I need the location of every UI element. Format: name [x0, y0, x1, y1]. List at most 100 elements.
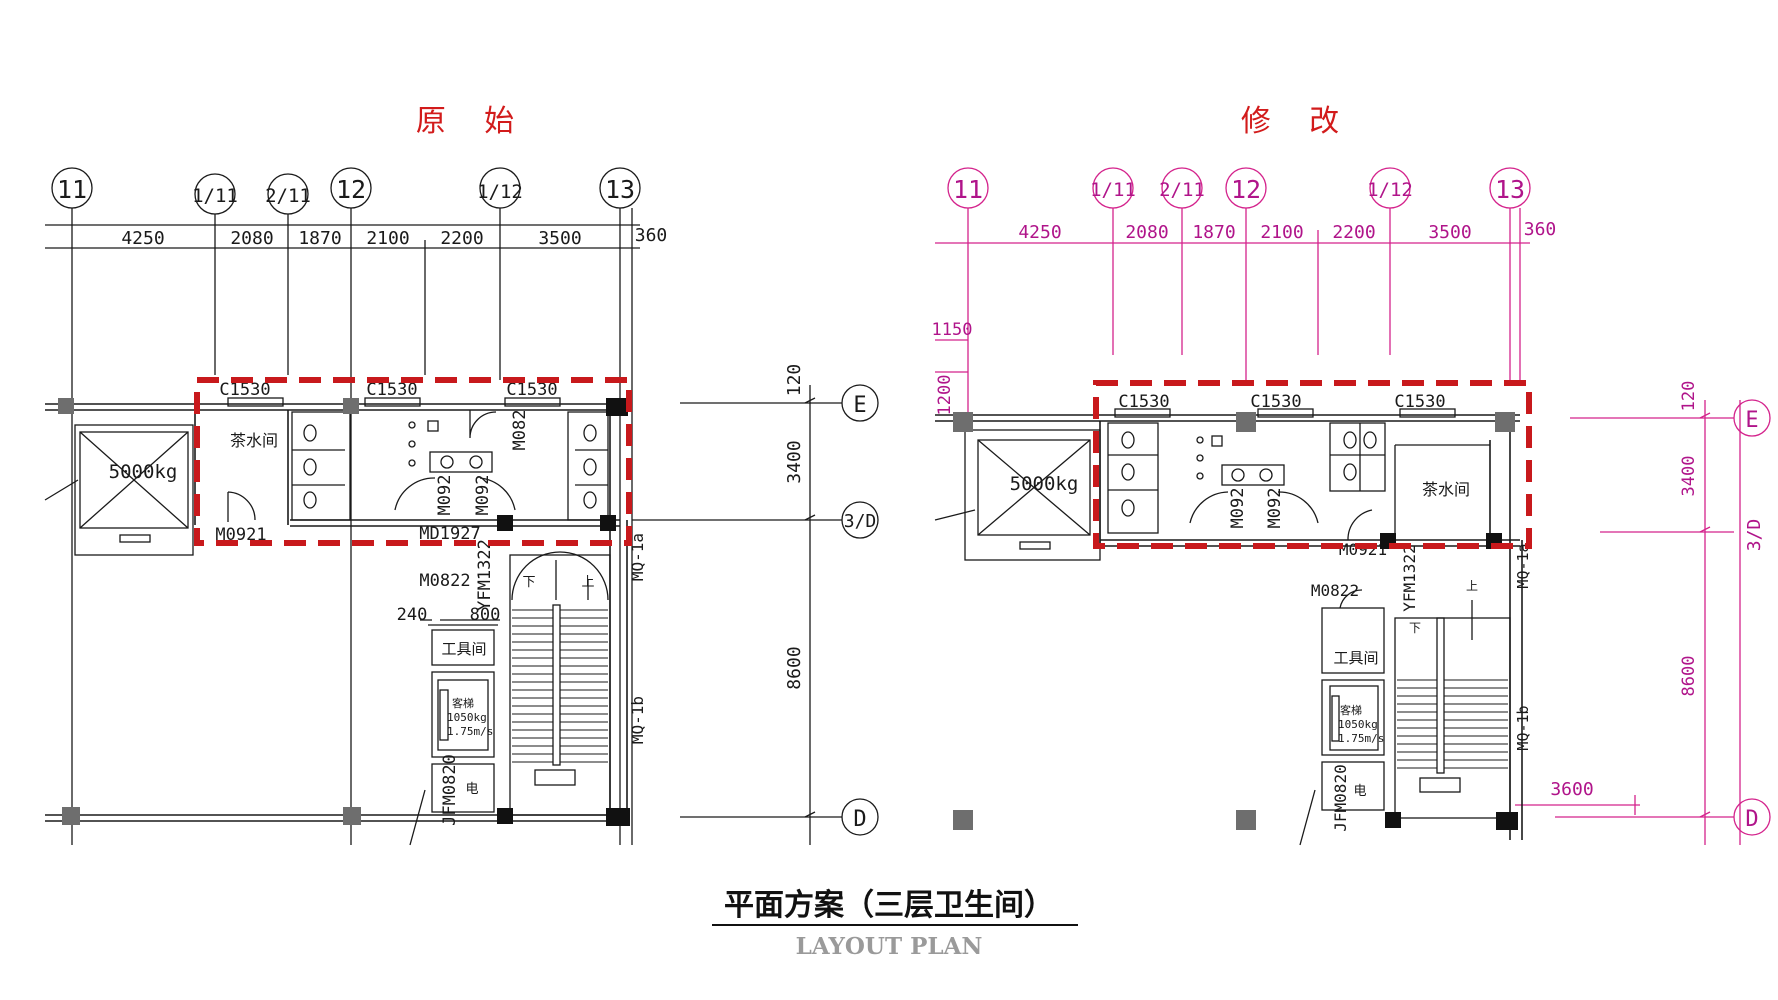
stair-down-label: 下 [1409, 621, 1421, 635]
wall-label-mq-1a: MQ-1a [1514, 543, 1532, 588]
door-label-m0822: M0822 [1311, 581, 1359, 600]
row-axis-bubbles-modified [1555, 399, 1771, 845]
toilet-stalls-b [1329, 422, 1386, 492]
dim-1870: 1870 [298, 228, 341, 249]
columns [953, 412, 1515, 830]
dim-2100: 2100 [366, 228, 409, 249]
wall-label-mq-1b: MQ-1b [1514, 705, 1532, 750]
window-label-2: C1530 [1250, 392, 1301, 412]
dim-1150: 1150 [932, 320, 973, 340]
vdim-8600: 8600 [784, 646, 805, 689]
door-label-m092-b: M092 [473, 475, 493, 516]
lift-speed: 1.75m/s [1338, 732, 1384, 745]
dim-2080: 2080 [230, 228, 273, 249]
axis-label-1-11: 1/11 [1090, 179, 1136, 201]
window-label-2: C1530 [366, 380, 417, 400]
axis-label-11: 11 [57, 175, 87, 204]
tool-room [428, 624, 498, 666]
door-label-jfm0820: JFM0820 [1331, 764, 1350, 831]
stair-down-label: 下 [522, 575, 535, 590]
electric-room-label: 电 [1353, 784, 1366, 799]
vdim-8600: 8600 [1679, 656, 1699, 697]
stair-up-label: 上 [1466, 579, 1478, 593]
footer-subtitle: LAYOUT PLAN [796, 933, 983, 960]
axis-label-13: 13 [1495, 175, 1525, 204]
footer-title: 平面方案（三层卫生间） [724, 888, 1054, 923]
dim-1870: 1870 [1192, 222, 1235, 243]
axis-label-13: 13 [605, 175, 635, 204]
dim-2200: 2200 [1332, 222, 1375, 243]
dim-360: 360 [635, 225, 668, 246]
vdim-120: 120 [1679, 381, 1699, 412]
dim-1200: 1200 [935, 375, 955, 416]
window-label-1: C1530 [1118, 392, 1169, 412]
toilet-stalls-a [291, 411, 351, 521]
lift-label: 客梯 [1340, 703, 1362, 717]
axis-label-2-11: 2/11 [1159, 179, 1205, 201]
highlight-modified-restroom [1093, 380, 1532, 549]
door-label-m082: M082 [510, 410, 530, 451]
stair-up-label: 上 [581, 575, 594, 590]
door-label-md1927: MD1927 [419, 524, 480, 544]
heading-original: 原 始 [416, 104, 514, 139]
freight-elevator [934, 429, 1101, 561]
dim-2200: 2200 [440, 228, 483, 249]
sink-counter [1189, 435, 1373, 541]
window-label-1: C1530 [219, 380, 270, 400]
dim-240: 240 [397, 605, 428, 625]
toilet-stalls-a [1107, 422, 1204, 534]
tool-room-label: 工具间 [441, 640, 486, 658]
modified-plan: 11 1/11 2/11 12 1/12 13 4250 2080 1870 [932, 167, 1771, 846]
windows [227, 397, 561, 407]
original-plan: 11 1/11 2/11 12 1/12 13 4250 2080 1870 2… [44, 167, 879, 846]
door-label-yfm1322: YFM1322 [1400, 544, 1419, 611]
lift-speed: 1.75m/s [447, 725, 493, 738]
staircase [1394, 600, 1511, 819]
axis-label-1-12: 1/12 [477, 181, 523, 203]
dim-2080: 2080 [1125, 222, 1168, 243]
door-label-m0921: M0921 [1339, 540, 1387, 559]
freight-elevator [44, 424, 194, 556]
axis-label-12: 12 [336, 175, 366, 204]
toilet-stalls-b [567, 411, 609, 521]
vdim-3400: 3400 [1679, 456, 1699, 497]
vdim-120: 120 [784, 364, 805, 397]
passenger-lift [431, 671, 495, 813]
columns-black [1380, 533, 1518, 830]
dim-4250: 4250 [121, 228, 164, 249]
axis-label-11: 11 [953, 175, 983, 204]
tea-room-label: 茶水间 [1422, 480, 1470, 499]
axis-label-E: E [853, 393, 866, 418]
dim-800: 800 [470, 605, 501, 625]
passenger-lift [1321, 679, 1385, 811]
axis-label-1-12: 1/12 [1367, 179, 1413, 201]
axis-label-D: D [1745, 807, 1758, 832]
heading-modified: 修 改 [1241, 104, 1339, 139]
door-label-m092-a: M092 [435, 475, 455, 516]
dim-360: 360 [1524, 219, 1557, 240]
columns-black [497, 398, 630, 826]
electric-room-label: 电 [465, 782, 478, 797]
axis-label-E: E [1745, 408, 1758, 433]
door-label-m092-b: M092 [1265, 488, 1285, 529]
door-label-yfm1322: YFM1322 [475, 539, 495, 611]
dim-3500: 3500 [538, 228, 581, 249]
door-label-m0822: M0822 [419, 571, 470, 591]
row-axis-bubbles [632, 384, 879, 845]
lift-label: 客梯 [452, 696, 474, 710]
highlight-original-restroom [194, 377, 632, 546]
door-label-m092-a: M092 [1228, 488, 1248, 529]
axis-label-3-D: 3/D [1744, 519, 1765, 552]
lift-capacity: 1050kg [447, 711, 487, 724]
dim-2100: 2100 [1260, 222, 1303, 243]
axis-label-2-11: 2/11 [265, 185, 311, 207]
axis-label-12: 12 [1231, 175, 1261, 204]
dim-3500: 3500 [1428, 222, 1471, 243]
tool-room-label: 工具间 [1333, 649, 1378, 667]
tea-room-label: 茶水间 [230, 431, 278, 450]
wall-label-mq-1a: MQ-1a [628, 533, 647, 581]
windows [1114, 408, 1456, 418]
tool-room [1321, 589, 1385, 674]
door-label-jfm0820: JFM0820 [440, 754, 460, 826]
